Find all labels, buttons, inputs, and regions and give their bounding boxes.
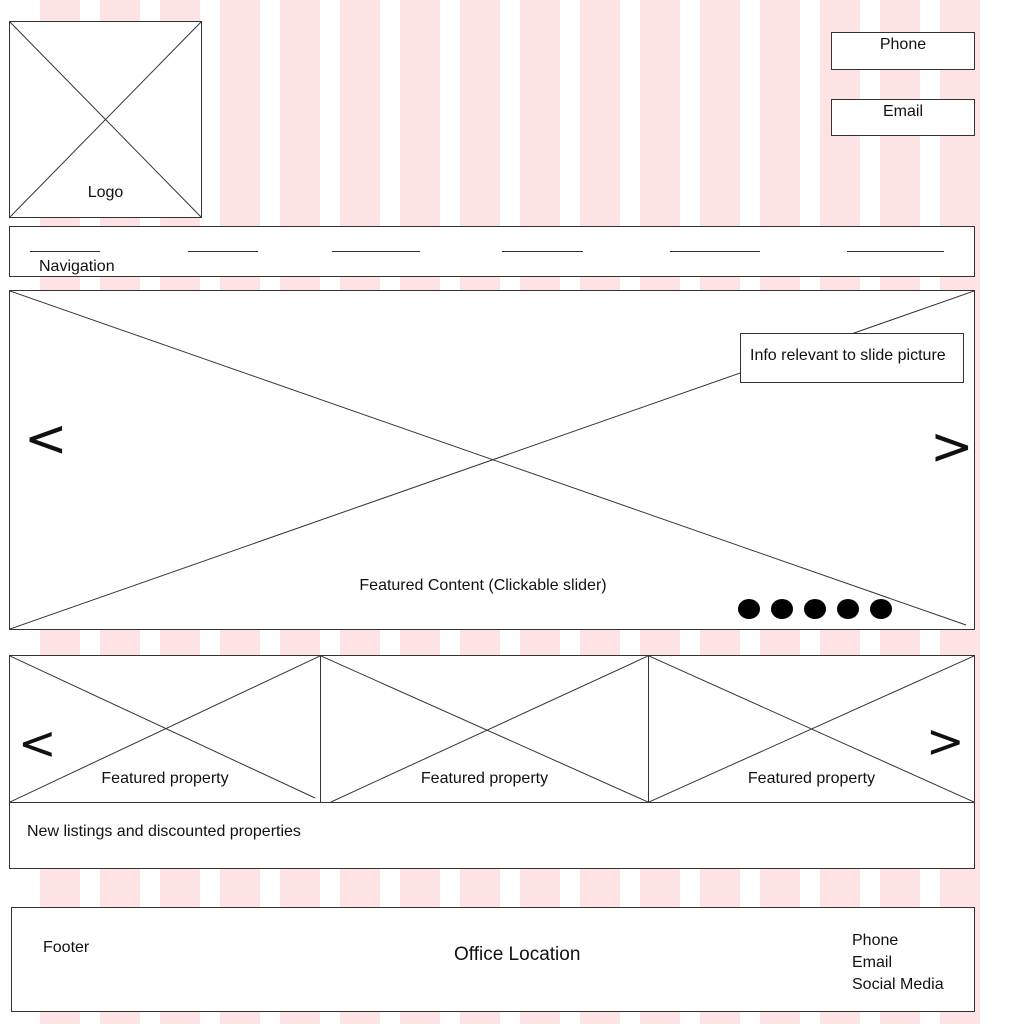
- navigation-label: Navigation: [39, 258, 115, 275]
- nav-item-placeholder[interactable]: [847, 251, 944, 252]
- header-phone-box[interactable]: Phone: [831, 32, 975, 70]
- footer: Footer Office Location Phone Email Socia…: [11, 907, 975, 1012]
- nav-item-placeholder[interactable]: [188, 251, 258, 252]
- office-location-label[interactable]: Office Location: [454, 944, 581, 965]
- slider-dot-icon[interactable]: [870, 599, 892, 619]
- featured-property-label: Featured property: [420, 770, 549, 787]
- footer-contacts: Phone Email Social Media: [852, 930, 944, 996]
- logo-placeholder[interactable]: Logo: [9, 21, 202, 218]
- slider-dot-icon[interactable]: [804, 599, 826, 619]
- navigation-bar: Navigation: [9, 226, 975, 277]
- featured-next-arrow-icon[interactable]: >: [926, 714, 965, 768]
- slider-dot-icon[interactable]: [837, 599, 859, 619]
- logo-label: Logo: [87, 184, 124, 201]
- nav-item-placeholder[interactable]: [30, 251, 100, 252]
- image-placeholder-cross-icon: [321, 656, 648, 802]
- featured-slider[interactable]: < > Info relevant to slide picture Featu…: [9, 290, 975, 630]
- slider-dot-icon[interactable]: [771, 599, 793, 619]
- featured-property-label: Featured property: [101, 770, 229, 787]
- slider-caption: Featured Content (Clickable slider): [359, 577, 607, 594]
- header-email-box[interactable]: Email: [831, 99, 975, 136]
- slider-pagination: [738, 599, 892, 619]
- featured-prev-arrow-icon[interactable]: <: [18, 716, 57, 770]
- slider-dot-icon[interactable]: [738, 599, 760, 619]
- featured-properties-section: Featured property Featured property Feat…: [9, 655, 975, 869]
- header-email-label: Email: [882, 103, 923, 120]
- footer-email-link[interactable]: Email: [852, 954, 893, 971]
- featured-property-card[interactable]: Featured property: [321, 656, 649, 802]
- image-placeholder-cross-icon: [10, 22, 201, 217]
- slide-info-box: Info relevant to slide picture: [740, 333, 964, 383]
- header-phone-label: Phone: [879, 36, 927, 53]
- divider: [10, 802, 974, 803]
- new-listings-label: New listings and discounted properties: [27, 823, 301, 840]
- image-placeholder-cross-icon: [10, 656, 320, 802]
- slide-info-text: Info relevant to slide picture: [750, 347, 946, 364]
- nav-item-placeholder[interactable]: [332, 251, 420, 252]
- nav-item-placeholder[interactable]: [502, 251, 583, 252]
- slider-prev-arrow-icon[interactable]: <: [24, 409, 68, 469]
- footer-label: Footer: [43, 939, 90, 956]
- nav-item-placeholder[interactable]: [670, 251, 760, 252]
- footer-phone-link[interactable]: Phone: [852, 932, 899, 949]
- featured-property-label: Featured property: [747, 770, 876, 787]
- featured-property-card[interactable]: Featured property: [10, 656, 321, 802]
- footer-social-media-link[interactable]: Social Media: [852, 976, 944, 993]
- image-placeholder-cross-icon: [649, 656, 974, 802]
- featured-property-card[interactable]: Featured property: [649, 656, 974, 802]
- slider-next-arrow-icon[interactable]: >: [930, 417, 974, 477]
